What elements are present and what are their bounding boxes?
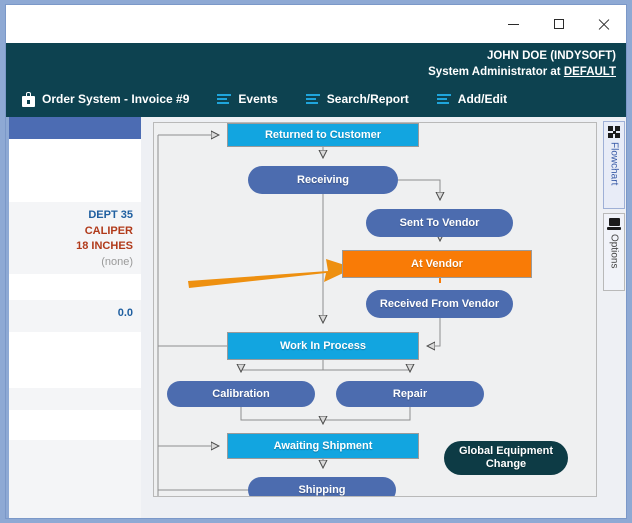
user-role-prefix: System Administrator at [428, 66, 564, 78]
flow-node-label: Repair [393, 388, 427, 401]
department-label: DEPT 35 [9, 208, 133, 224]
menu-item-search-report-label: Search/Report [327, 92, 409, 106]
flow-node-label: Calibration [212, 388, 269, 401]
user-name: JOHN DOE (INDYSOFT) [428, 48, 616, 64]
menu-item-order-system-label: Order System - Invoice #9 [42, 92, 189, 106]
flow-node-label: Shipping [298, 484, 345, 497]
equipment-description: CALIPER [9, 224, 133, 240]
user-role: System Administrator at DEFAULT [428, 64, 616, 80]
left-panel-row-4 [9, 440, 141, 504]
window-controls [491, 5, 626, 43]
close-icon [597, 18, 610, 31]
user-info: JOHN DOE (INDYSOFT) System Administrator… [428, 48, 616, 80]
briefcase-icon [22, 92, 35, 107]
list-lines-icon [217, 94, 231, 105]
app-header: JOHN DOE (INDYSOFT) System Administrator… [6, 43, 626, 117]
flow-node-label: Awaiting Shipment [274, 440, 373, 453]
maximize-button[interactable] [536, 5, 581, 43]
left-info-panel: DEPT 35 CALIPER 18 INCHES (none) 0.0 [6, 117, 141, 504]
flow-node-label: Receiving [297, 174, 349, 187]
tab-flowchart-label: Flowchart [609, 142, 620, 185]
orange-pointer-arrow [188, 259, 354, 288]
menu-item-search-report[interactable]: Search/Report [306, 92, 409, 106]
flow-node-label: At Vendor [411, 258, 463, 271]
bottom-strip [6, 504, 626, 519]
left-panel-spacer-3 [9, 410, 141, 440]
left-panel-row-3 [9, 388, 141, 410]
flow-node-label: Sent To Vendor [400, 217, 480, 230]
main-menu-bar: Order System - Invoice #9 Events Search/… [6, 85, 626, 113]
minimize-icon [508, 24, 519, 25]
flow-node-label: Work In Process [280, 340, 366, 353]
menu-item-events-label: Events [238, 92, 277, 106]
equipment-size: 18 INCHES [9, 239, 133, 255]
flow-node-at-vendor[interactable]: At Vendor [342, 250, 532, 278]
maximize-icon [554, 19, 564, 29]
global-equipment-change-button[interactable]: Global Equipment Change [444, 441, 568, 475]
flow-node-work-in-process[interactable]: Work In Process [227, 332, 419, 360]
equipment-summary: DEPT 35 CALIPER 18 INCHES (none) [9, 202, 141, 274]
equipment-value: 0.0 [9, 300, 141, 332]
left-panel-header-bar [9, 117, 141, 139]
menu-item-add-edit-label: Add/Edit [458, 92, 507, 106]
title-bar [6, 5, 626, 43]
list-lines-icon [306, 94, 320, 105]
grid-icon [608, 126, 621, 139]
minimize-button[interactable] [491, 5, 536, 43]
menu-item-events[interactable]: Events [217, 92, 277, 106]
flow-node-repair[interactable]: Repair [336, 381, 484, 407]
tab-options[interactable]: Options [603, 213, 625, 291]
flow-node-calibration[interactable]: Calibration [167, 381, 315, 407]
user-role-location-link[interactable]: DEFAULT [564, 66, 616, 78]
application-window: JOHN DOE (INDYSOFT) System Administrator… [5, 4, 627, 519]
left-panel-spacer-1 [9, 274, 141, 300]
right-tab-strip: Flowchart Options [603, 117, 626, 504]
flow-node-label: Returned to Customer [265, 129, 381, 142]
left-panel-spacer-2 [9, 332, 141, 388]
flow-node-returned-to-customer[interactable]: Returned to Customer [227, 123, 419, 147]
content-area: DEPT 35 CALIPER 18 INCHES (none) 0.0 [6, 117, 626, 519]
tab-options-label: Options [609, 234, 620, 268]
monitor-icon [607, 218, 621, 231]
menu-item-order-system[interactable]: Order System - Invoice #9 [22, 92, 189, 107]
bottom-left-panel-strip [6, 504, 141, 519]
flow-node-shipping[interactable]: Shipping [248, 477, 396, 497]
menu-item-add-edit[interactable]: Add/Edit [437, 92, 507, 106]
flowchart-canvas[interactable]: Returned to Customer Receiving Sent To V… [153, 122, 597, 497]
flow-node-label: Received From Vendor [380, 298, 499, 311]
equipment-extra: (none) [9, 255, 133, 271]
flow-node-received-from-vendor[interactable]: Received From Vendor [366, 290, 513, 318]
flowchart-area: Returned to Customer Receiving Sent To V… [148, 117, 603, 504]
list-lines-icon [437, 94, 451, 105]
tab-flowchart[interactable]: Flowchart [603, 121, 625, 209]
flow-node-receiving[interactable]: Receiving [248, 166, 398, 194]
close-button[interactable] [581, 5, 626, 43]
flow-node-sent-to-vendor[interactable]: Sent To Vendor [366, 209, 513, 237]
global-equipment-change-label: Global Equipment Change [444, 445, 568, 471]
flow-node-awaiting-shipment[interactable]: Awaiting Shipment [227, 433, 419, 459]
